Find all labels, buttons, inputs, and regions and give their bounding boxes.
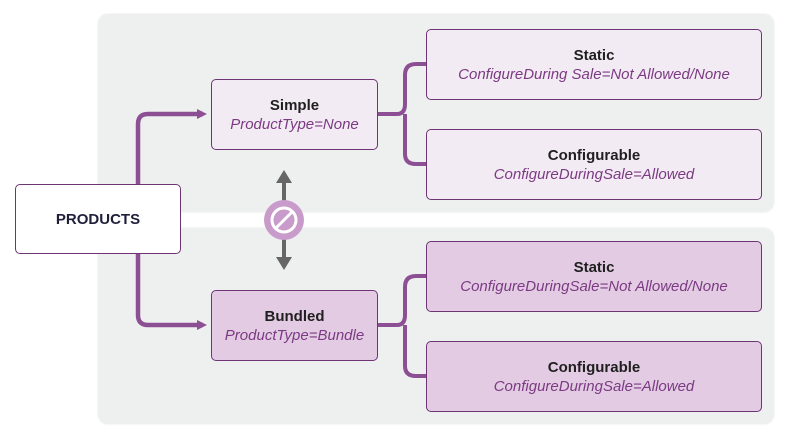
- simple-static-node: Static ConfigureDuring Sale=Not Allowed/…: [426, 29, 762, 100]
- connector-products-to-bundled: [135, 254, 207, 330]
- connector-products-to-simple: [135, 109, 207, 184]
- connector-simple-branch: [378, 62, 426, 166]
- prohibited-icon: [264, 200, 304, 240]
- simple-title: Simple: [269, 96, 320, 114]
- bundled-subtitle: ProductType=Bundle: [224, 326, 365, 344]
- bundled-configurable-title: Configurable: [547, 358, 641, 376]
- bundled-static-node: Static ConfigureDuringSale=Not Allowed/N…: [426, 241, 762, 312]
- bundled-configurable-node: Configurable ConfigureDuringSale=Allowed: [426, 341, 762, 412]
- simple-configurable-subtitle: ConfigureDuringSale=Allowed: [493, 165, 695, 183]
- simple-node: Simple ProductType=None: [211, 79, 378, 150]
- bundled-node: Bundled ProductType=Bundle: [211, 290, 378, 361]
- products-label: PRODUCTS: [55, 210, 141, 228]
- simple-subtitle: ProductType=None: [230, 115, 359, 133]
- simple-static-title: Static: [573, 46, 615, 64]
- bundled-static-subtitle: ConfigureDuringSale=Not Allowed/None: [460, 277, 728, 295]
- bundled-configurable-subtitle: ConfigureDuringSale=Allowed: [493, 377, 695, 395]
- bundled-static-title: Static: [573, 258, 615, 276]
- simple-configurable-node: Configurable ConfigureDuringSale=Allowed: [426, 129, 762, 200]
- simple-configurable-title: Configurable: [547, 146, 641, 164]
- bundled-title: Bundled: [264, 307, 325, 325]
- products-node: PRODUCTS: [15, 184, 181, 254]
- simple-static-subtitle: ConfigureDuring Sale=Not Allowed/None: [458, 65, 730, 83]
- connector-bundled-branch: [378, 274, 426, 378]
